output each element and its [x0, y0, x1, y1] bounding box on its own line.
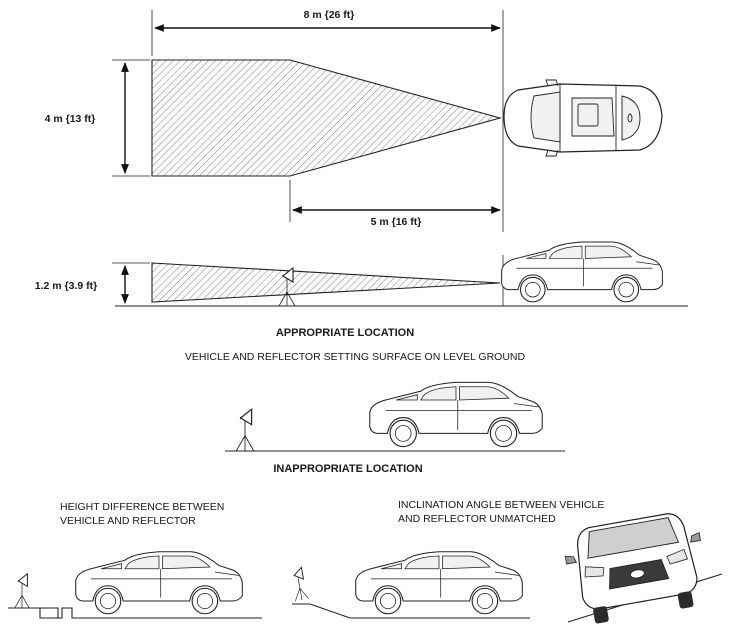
label-1-2m: 1.2 m {3.9 ft} — [35, 280, 97, 292]
text-inclination-line2: AND REFLECTOR UNMATCHED — [398, 513, 556, 525]
height-difference-scene — [8, 551, 262, 619]
text-height-diff-line2: VEHICLE AND REFLECTOR — [60, 515, 196, 527]
appropriate-scene — [225, 381, 565, 452]
vehicle-top-view — [503, 79, 663, 157]
reflector-tripod-raised — [14, 573, 30, 609]
text-inclination-line1: INCLINATION ANGLE BETWEEN VEHICLE — [398, 499, 604, 511]
ground-step — [8, 607, 262, 619]
vehicle-height-diff — [75, 551, 243, 615]
ground-slope-reflector — [292, 603, 530, 619]
vehicle-incline-front — [564, 513, 723, 624]
detection-area-side — [151, 262, 501, 303]
heading-inappropriate: INAPPROPRIATE LOCATION — [273, 463, 422, 475]
text-height-diff-line1: HEIGHT DIFFERENCE BETWEEN — [60, 501, 224, 513]
vehicle-appropriate — [369, 381, 543, 448]
reflector-tripod-tilted — [289, 566, 310, 602]
vehicle-inclination — [355, 551, 523, 615]
detection-area-top — [151, 59, 503, 177]
reflector-tripod-appropriate — [235, 408, 255, 452]
text-appropriate-desc: VEHICLE AND REFLECTOR SETTING SURFACE ON… — [185, 351, 526, 363]
vehicle-side-view — [501, 241, 663, 303]
top-view: 8 m {26 ft} 4 m {13 ft} 5 m {16 ft} — [45, 9, 663, 232]
inclination-scene — [289, 551, 530, 619]
side-view: 1.2 m {3.9 ft} — [35, 241, 688, 307]
label-5m: 5 m {16 ft} — [371, 216, 422, 228]
label-8m: 8 m {26 ft} — [304, 9, 355, 21]
heading-appropriate: APPROPRIATE LOCATION — [276, 327, 414, 339]
label-4m: 4 m {13 ft} — [45, 113, 96, 125]
